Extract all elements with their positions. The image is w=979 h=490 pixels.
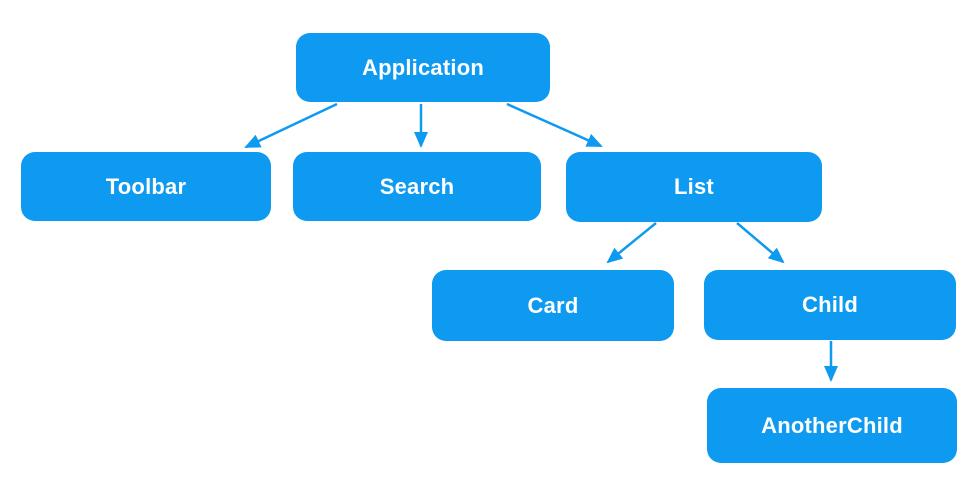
node-card: Card bbox=[432, 270, 674, 341]
edge-list-card bbox=[606, 222, 657, 264]
node-application: Application bbox=[296, 33, 550, 102]
edge-list-child bbox=[736, 222, 785, 264]
node-child: Child bbox=[704, 270, 956, 340]
node-toolbar: Toolbar bbox=[21, 152, 271, 221]
edge-application-toolbar bbox=[244, 102, 338, 149]
edge-application-list bbox=[506, 102, 603, 148]
node-list: List bbox=[566, 152, 822, 222]
node-anotherchild: AnotherChild bbox=[707, 388, 957, 463]
node-search: Search bbox=[293, 152, 541, 221]
